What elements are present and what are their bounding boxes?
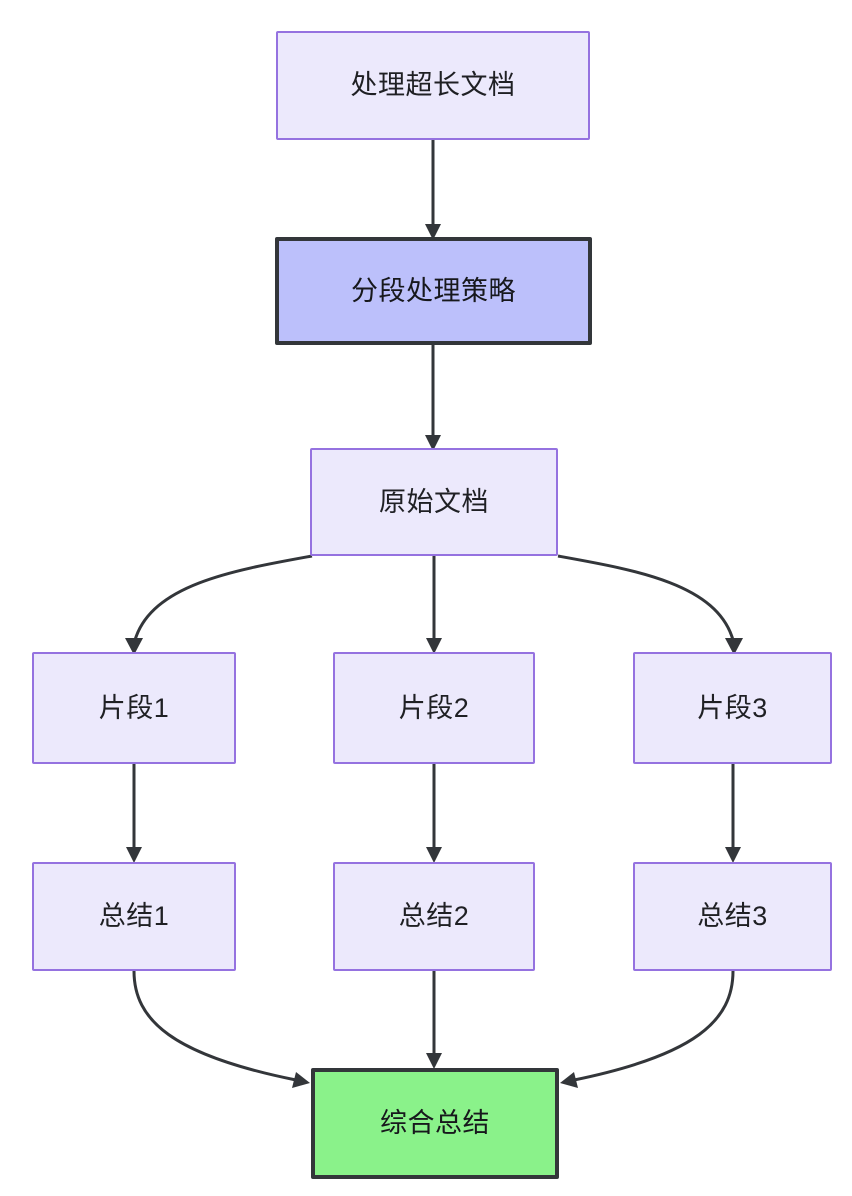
node-label: 综合总结 (380, 1108, 490, 1138)
node-summary-3[interactable]: 总结3 (633, 862, 832, 971)
node-summary-2[interactable]: 总结2 (333, 862, 535, 971)
edge-source-to-frag2 (426, 556, 442, 654)
edge-source-to-frag1 (125, 554, 313, 655)
node-fragment-2[interactable]: 片段2 (333, 652, 535, 764)
node-combined-summary[interactable]: 综合总结 (311, 1068, 559, 1179)
node-label: 总结1 (98, 901, 170, 931)
edge-sum1-to-final (132, 970, 310, 1088)
node-label: 分段处理策略 (351, 275, 516, 306)
edge-strategy-to-source (425, 345, 441, 451)
node-label: 片段3 (697, 692, 768, 723)
node-fragment-3[interactable]: 片段3 (633, 652, 832, 764)
node-summary-1[interactable]: 总结1 (32, 862, 236, 971)
node-label: 总结3 (697, 901, 768, 931)
node-chunking-strategy[interactable]: 分段处理策略 (275, 237, 592, 345)
node-process-long-document[interactable]: 处理超长文档 (276, 31, 590, 140)
node-label: 原始文档 (379, 486, 489, 517)
node-source-document[interactable]: 原始文档 (310, 448, 558, 556)
node-label: 片段1 (98, 692, 170, 723)
node-label: 处理超长文档 (350, 70, 516, 100)
edge-sum2-to-final (426, 971, 442, 1069)
edge-sum3-to-final (560, 970, 735, 1088)
edge-frag2-to-sum2 (426, 764, 442, 863)
edge-source-to-frag3 (557, 554, 743, 655)
edge-frag1-to-sum1 (126, 764, 142, 863)
node-fragment-1[interactable]: 片段1 (32, 652, 236, 764)
edge-doc-to-strategy (425, 140, 441, 240)
edge-frag3-to-sum3 (725, 764, 741, 863)
node-label: 片段2 (398, 692, 470, 723)
node-label: 总结2 (398, 901, 470, 931)
